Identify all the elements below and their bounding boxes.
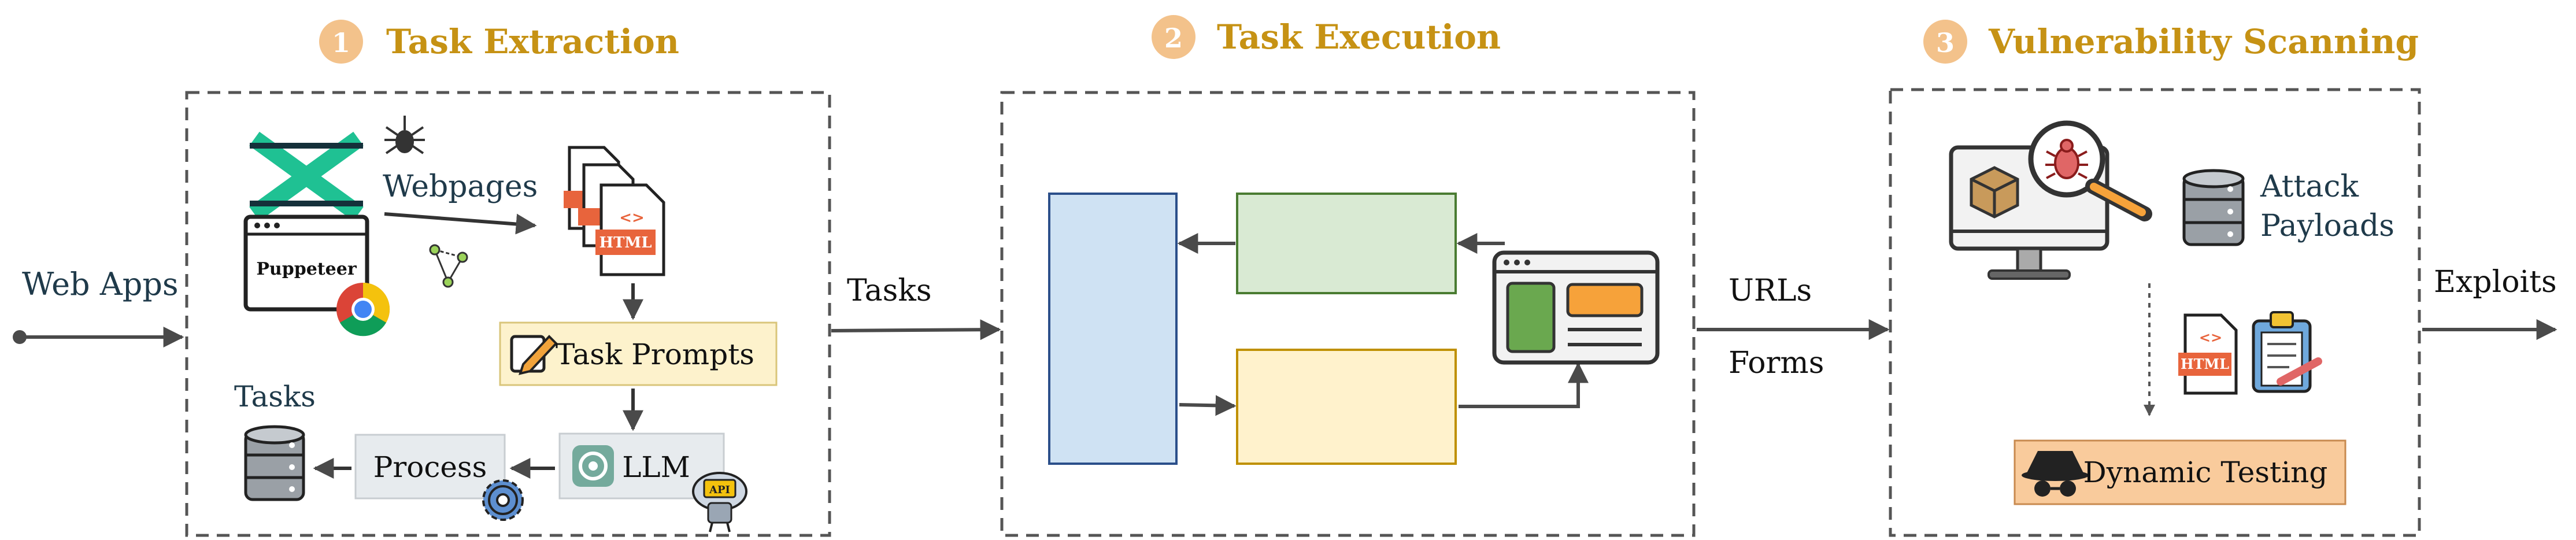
task-prompts-label: Task Prompts [556,338,754,371]
webpages-label: Webpages [383,169,538,204]
html-file-icon: <> HTML [2178,313,2238,395]
puppeteer-logo-icon: Puppeteer [243,131,369,312]
action-to-browser-arrow [1459,362,1589,408]
chrome-icon [336,282,390,336]
output-flow: Exploits [2422,265,2558,340]
urls-label: URLs [1729,273,1812,308]
section-header-execution: 2 Task Execution [1152,15,1501,59]
svg-text:<>: <> [619,209,645,227]
web-apps-label: Web Apps [22,266,179,302]
spider-icon [384,116,425,154]
bug-magnifier-icon [2028,120,2152,221]
execution-observation-box [1236,193,1457,294]
attack-payloads-label-line1: Attack [2260,169,2359,204]
process-box: Process [354,434,506,500]
execution-agent-box [1048,193,1178,465]
input-flow: Web Apps [13,266,184,347]
graph-icon [429,244,468,288]
api-badge: API [709,484,730,496]
execution-panel [1000,91,1696,537]
html-badge: HTML [2181,356,2229,372]
forms-label: Forms [1729,346,1824,380]
step-number: 1 [332,27,350,58]
execution-action-box [1236,349,1457,465]
task-prompts-box: Task Prompts [499,321,778,386]
step-number-circle [1923,20,1967,64]
robot-api-icon: API [692,472,747,532]
html-badge: HTML [599,234,652,251]
package-icon [1970,166,2019,219]
extraction-panel [185,91,831,537]
pencil-icon [510,335,558,375]
process-label: Process [373,450,487,484]
section-header-scanning: 3 Vulnerability Scanning [1923,20,2419,64]
clipboard-icon [2252,311,2322,393]
step-number-circle [319,20,363,64]
urls-forms-flow: URLs Forms [1697,273,1890,380]
spy-icon [2022,451,2089,497]
step-number: 3 [1936,27,1955,58]
dynamic-testing-label: Dynamic Testing [2083,456,2328,489]
payload-database-icon [2182,169,2245,246]
tasks-flow: Tasks [831,273,1001,341]
agent-to-action-arrow [1179,395,1237,416]
browser-window-icon [1492,250,1660,365]
dynamic-testing-box: Dynamic Testing [2014,439,2346,505]
section-title: Task Extraction [386,22,679,61]
step-number: 2 [1164,23,1183,54]
section-header-extraction: 1 Task Extraction [319,20,679,64]
puppeteer-label: Puppeteer [256,259,357,279]
svg-text:<>: <> [2199,329,2222,346]
tasks-arrow [831,319,1001,341]
database-icon [244,425,305,501]
attack-payloads-label-line2: Payloads [2260,209,2394,243]
step-number-circle [1152,15,1196,59]
gear-icon [482,479,524,521]
section-title: Task Execution [1217,17,1501,57]
webpages-arrow [384,212,537,235]
scanning-panel [1889,88,2421,537]
section-title: Vulnerability Scanning [1988,22,2419,61]
html-file-stack-icon: HTML <> [564,146,665,276]
exploits-label: Exploits [2434,265,2557,299]
llm-label: LLM [622,450,690,484]
tasks-db-label: Tasks [234,380,316,413]
tasks-flow-label: Tasks [847,273,932,308]
openai-icon [572,445,614,487]
